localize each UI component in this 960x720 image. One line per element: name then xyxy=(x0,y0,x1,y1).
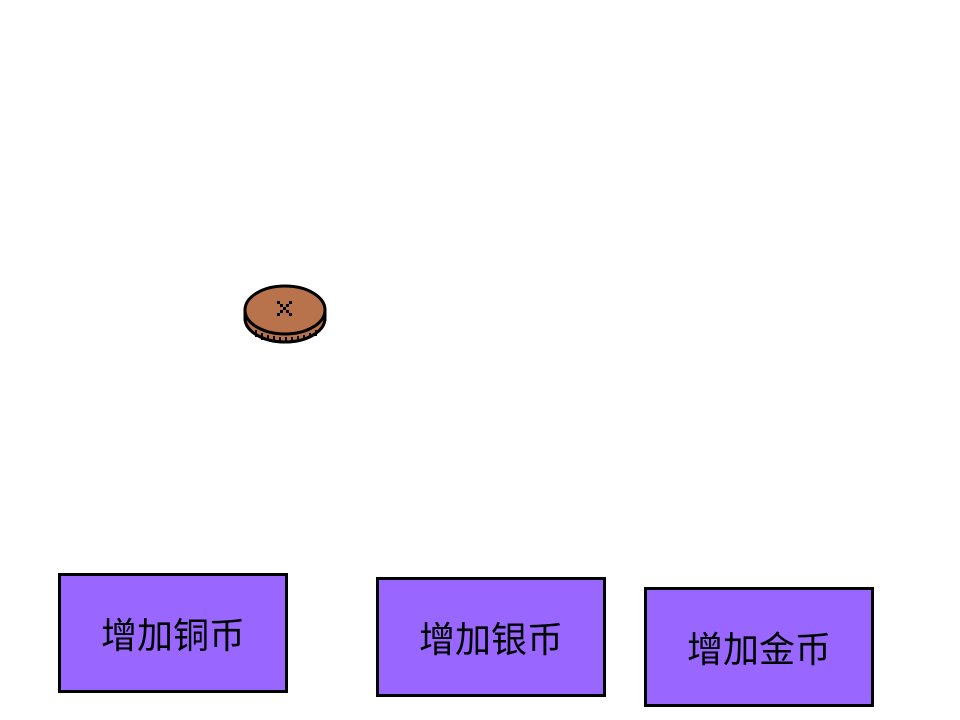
add-copper-coin-label: 增加铜币 xyxy=(100,616,245,657)
add-gold-coin-button[interactable]: 增加金币 xyxy=(644,587,874,707)
x-mark xyxy=(277,301,292,316)
add-copper-coin-button[interactable]: 增加铜币 xyxy=(58,573,288,693)
add-silver-coin-button[interactable]: 增加银币 xyxy=(376,577,606,697)
add-gold-coin-label: 增加金币 xyxy=(686,630,831,671)
add-silver-coin-label: 增加银币 xyxy=(418,620,563,661)
coin-graphic xyxy=(243,284,327,344)
copper-coin-icon[interactable] xyxy=(242,280,328,346)
